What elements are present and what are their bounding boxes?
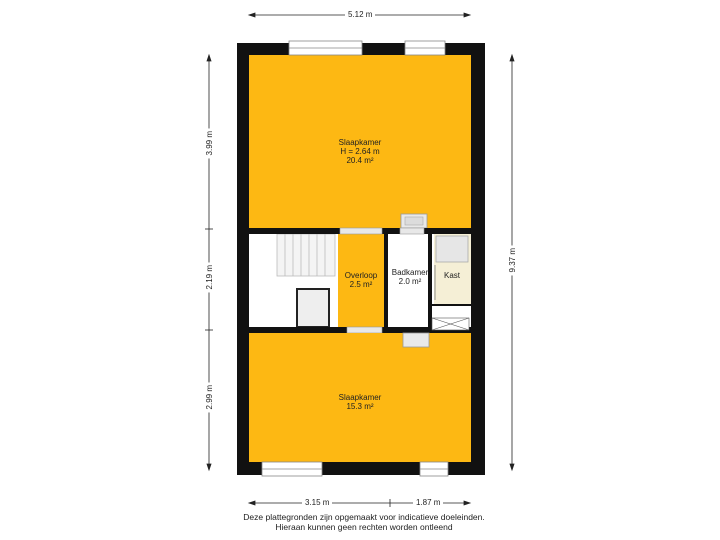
bedroom-bottom-floor <box>249 333 471 462</box>
disclaimer-line-1: Deze plattegronden zijn opgemaakt voor i… <box>243 512 485 522</box>
dimension-total-height: 9.37 m <box>508 245 517 276</box>
windows-bottom <box>261 461 449 477</box>
room-label-bathroom: Badkamer 2.0 m² <box>385 268 435 286</box>
room-area: 20.4 m² <box>346 156 374 165</box>
bathroom-closet-wall <box>428 234 432 327</box>
room-name: Overloop <box>344 271 378 280</box>
room-label-bedroom-top: Slaapkamer H = 2.64 m 20.4 m² <box>310 138 410 165</box>
room-name: Slaapkamer <box>338 138 382 147</box>
door-opening-top <box>339 227 383 235</box>
dimension-left-bottom: 2.99 m <box>205 382 214 413</box>
dimension-bottom-right: 1.87 m <box>413 498 444 507</box>
windows-top <box>288 40 446 56</box>
room-label-landing: Overloop 2.5 m² <box>331 271 391 289</box>
dimension-total-width: 5.12 m <box>345 10 376 19</box>
room-label-bedroom-bottom: Slaapkamer 15.3 m² <box>310 393 410 411</box>
dimension-bottom-left: 3.15 m <box>302 498 333 507</box>
disclaimer-line-2: Hieraan kunnen geen rechten worden ontle… <box>275 522 453 532</box>
room-label-closet: Kast <box>436 271 468 280</box>
room-area: 2.5 m² <box>349 280 373 289</box>
bathroom-fixture <box>435 235 469 263</box>
room-area: 2.0 m² <box>398 277 422 286</box>
landing-floor <box>338 234 384 327</box>
door-opening-bottom <box>346 326 383 334</box>
room-height: H = 2.64 m <box>340 147 380 156</box>
closet-bottom-wall <box>432 304 471 306</box>
radiator-bottom <box>402 332 430 348</box>
room-name: Badkamer <box>391 268 429 277</box>
dimension-left-top: 3.99 m <box>205 128 214 159</box>
landing-bathroom-wall <box>384 234 388 327</box>
room-name: Slaapkamer <box>338 393 382 402</box>
roof-hatch <box>296 288 330 328</box>
bedroom-top-floor <box>249 55 471 228</box>
staircase <box>276 233 336 277</box>
room-name: Kast <box>443 271 460 280</box>
dimension-left-middle: 2.19 m <box>205 262 214 293</box>
room-area: 15.3 m² <box>346 402 374 411</box>
